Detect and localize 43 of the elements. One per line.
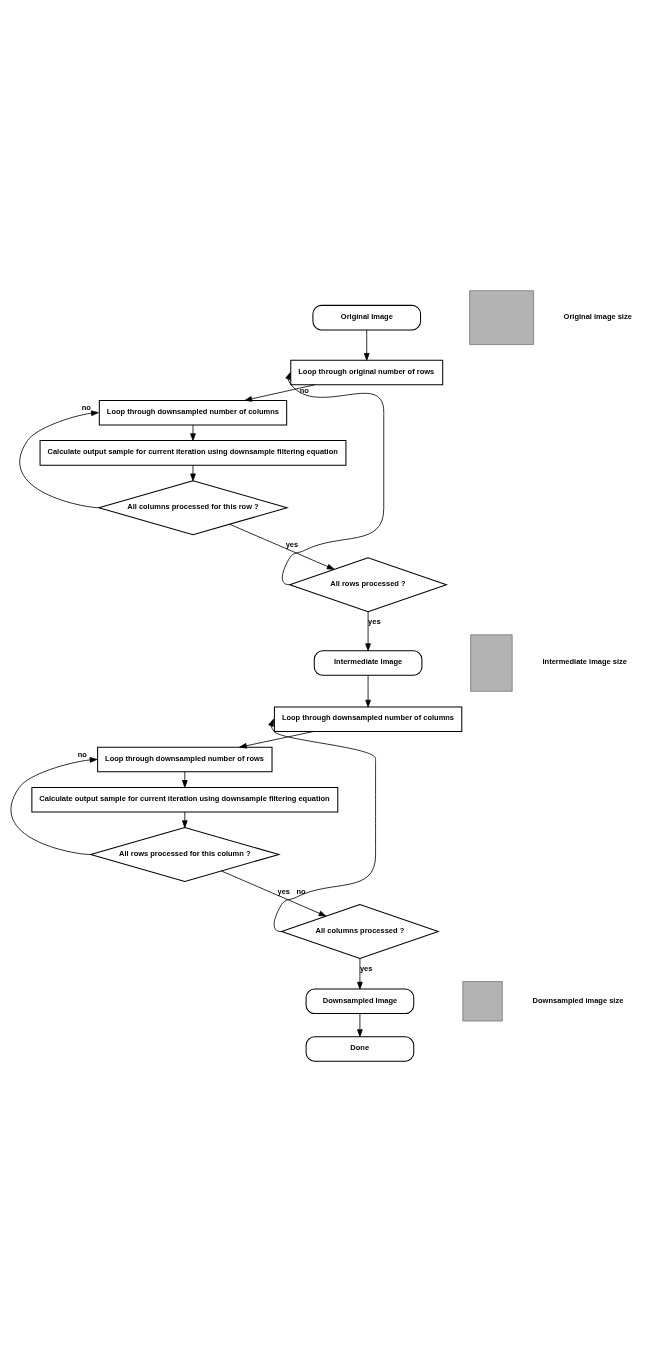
arrow <box>239 730 314 748</box>
node-label: Downsampled image size <box>532 995 624 1005</box>
node-diamond: All rows processed for this column ? <box>88 826 281 882</box>
arrow <box>363 329 370 361</box>
node-box: Intermediate Image <box>313 649 423 676</box>
node-diamond: All columns processed for this row ? <box>97 479 289 535</box>
arrow <box>357 957 363 989</box>
arrow <box>10 756 98 855</box>
node-box: Loop through downsampled number of rows <box>97 746 273 772</box>
node-label: Original image size <box>563 311 632 321</box>
node-label: Intermediate image size <box>542 656 627 666</box>
arrow <box>229 523 335 570</box>
node-diamond: All columns processed ? <box>280 903 440 959</box>
node-box: Loop through original number of rows <box>290 359 444 385</box>
node-box: Calculate output sample for current iteration using downsample filtering equation <box>39 439 347 466</box>
node-diamond: All rows processed ? <box>288 556 448 612</box>
node-box <box>470 633 513 692</box>
node-box: Original Image <box>312 304 422 330</box>
arrow <box>221 870 327 917</box>
edge-label: no <box>299 385 309 395</box>
arrow <box>244 383 316 402</box>
edge-label: yes <box>359 963 373 973</box>
arrow <box>365 610 371 651</box>
edge-label: no <box>81 402 91 412</box>
arrow <box>19 409 99 508</box>
node-box <box>469 289 534 345</box>
node-box: Loop through downsampled number of columns <box>273 706 463 732</box>
node-box: Loop through downsampled number of columns <box>98 399 288 425</box>
edge-label: yes <box>368 616 381 626</box>
arrow <box>365 674 371 707</box>
arrow <box>182 770 188 788</box>
edge-label: yes <box>277 886 290 896</box>
edge-label: yes <box>285 539 299 549</box>
node-box <box>462 980 503 1021</box>
edge-label: no <box>77 749 87 759</box>
arrow <box>190 464 196 481</box>
arrow <box>357 1012 363 1037</box>
node-box: Downsampled Image <box>305 988 415 1014</box>
node-box: Calculate output sample for current iteration using downsample filtering equation <box>31 786 339 812</box>
node-box: Done <box>305 1035 415 1062</box>
arrow <box>182 811 188 828</box>
edge-label: no <box>296 886 306 896</box>
arrow <box>190 424 196 441</box>
